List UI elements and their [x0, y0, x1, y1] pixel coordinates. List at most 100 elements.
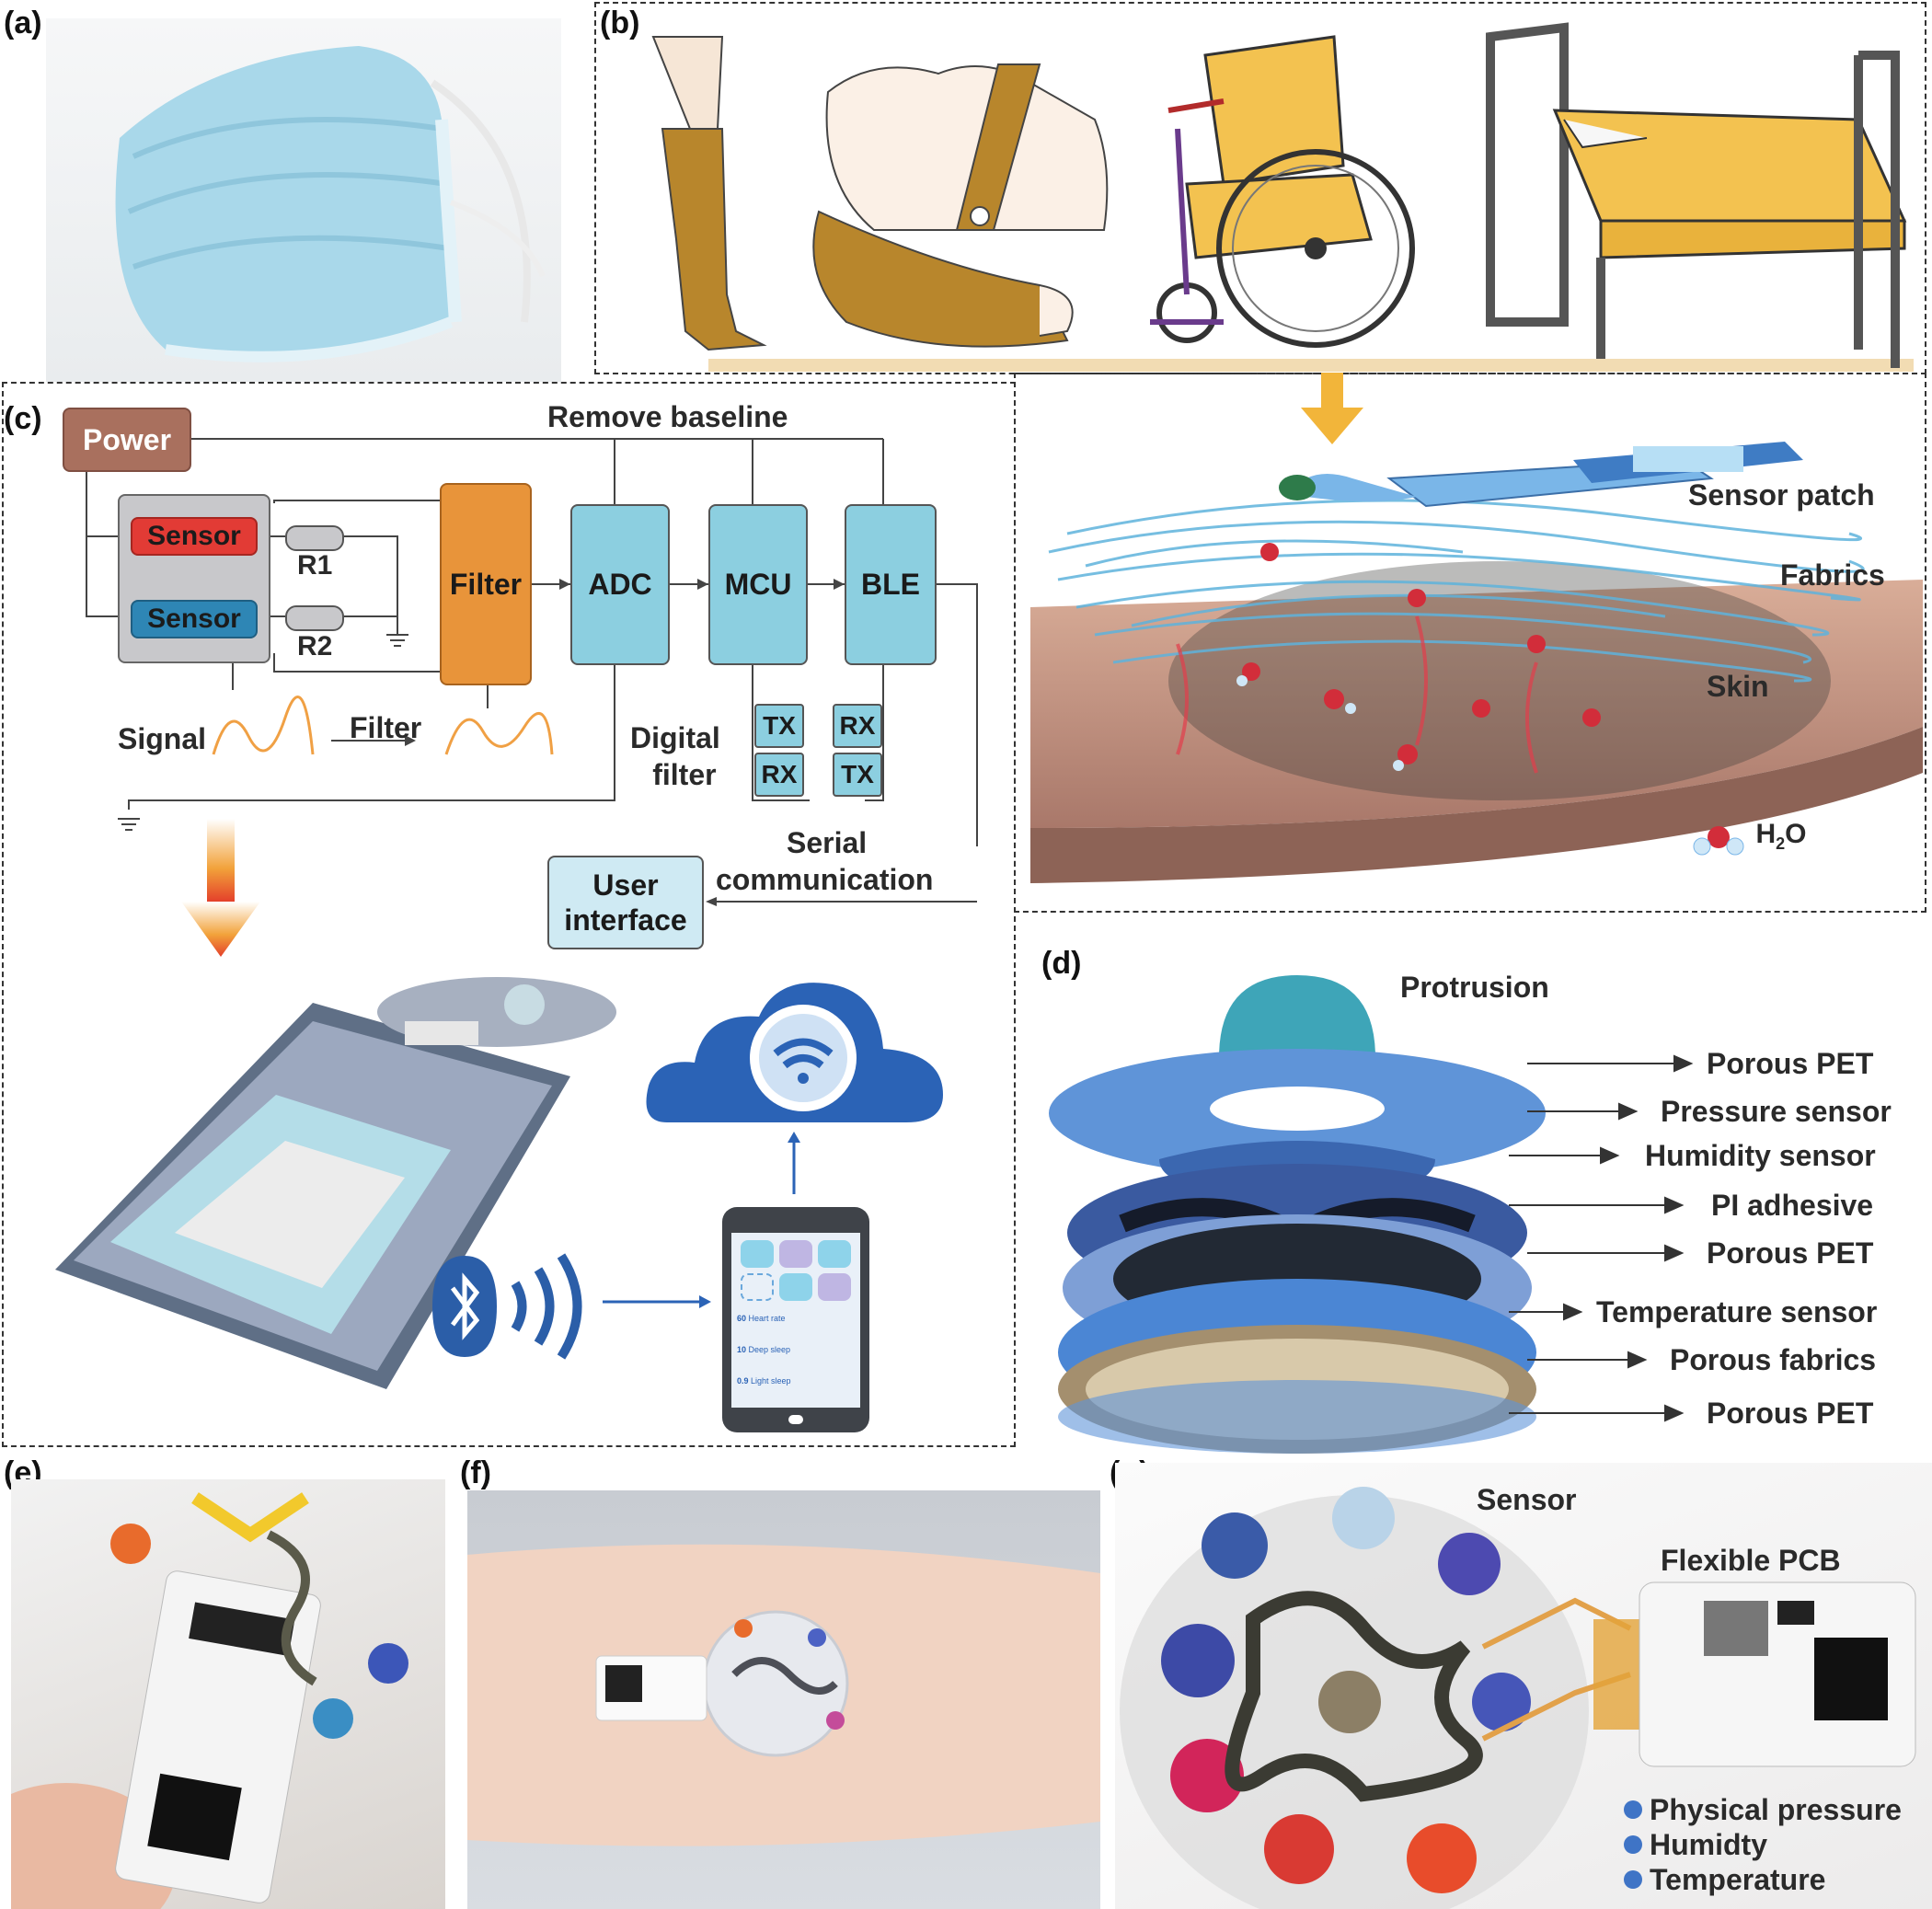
sensor-block-1: Sensor — [131, 517, 258, 556]
fabric-fibers — [1048, 499, 1865, 683]
digital-filter-label: Digital filter — [630, 719, 720, 793]
health-row-3: 0.9 Light sleep — [737, 1376, 855, 1386]
water-molecules — [1236, 543, 1601, 771]
photo-device-in-fingers — [11, 1479, 445, 1909]
photo-sensor-and-pcb — [1115, 1463, 1932, 1909]
legend-item-pressure: Physical pressure — [1624, 1792, 1902, 1827]
forearm-illustration — [467, 1544, 1100, 1846]
g-legend: Physical pressure Humidty Temperature — [1624, 1792, 1902, 1897]
r2-label: R2 — [297, 631, 333, 661]
serial-label: Serial — [787, 826, 868, 859]
sensor-pcb-illustration — [1120, 1487, 1916, 1909]
panel-label-c: (c) — [4, 401, 42, 436]
rx-block-2: RX — [754, 753, 804, 797]
app-tile — [741, 1240, 774, 1268]
heart-rate-value: 60 — [737, 1314, 747, 1323]
resistor-r2 — [285, 605, 344, 631]
deep-sleep-label: Deep sleep — [748, 1345, 791, 1354]
protrusion-label: Protrusion — [1400, 971, 1549, 1004]
health-row-2: 10 Deep sleep — [737, 1345, 855, 1354]
layer-label-3: Humidity sensor — [1645, 1139, 1876, 1172]
user-interface-block: User interface — [547, 856, 704, 949]
signal-label: Signal — [118, 722, 207, 755]
ble-block: BLE — [845, 504, 937, 665]
light-sleep-value: 0.9 — [737, 1376, 749, 1386]
h2o-h: H — [1755, 819, 1777, 849]
app-tile — [818, 1273, 851, 1301]
light-sleep-label: Light sleep — [751, 1376, 791, 1386]
home-button — [788, 1415, 803, 1424]
digital-filter-line1: Digital — [630, 721, 720, 754]
panel-label-b: (b) — [600, 6, 640, 40]
gradient-down-arrow-icon — [181, 819, 260, 957]
user-interface-line1: User — [592, 868, 659, 902]
tx-block-2: TX — [833, 753, 882, 797]
legend-label-temperature: Temperature — [1650, 1862, 1826, 1896]
resistor-r1 — [285, 525, 344, 551]
label-sensor-patch: Sensor patch — [1688, 478, 1875, 512]
medical-scenarios-illustration — [651, 22, 1914, 372]
tx-block-1: TX — [754, 704, 804, 748]
mcu-block: MCU — [708, 504, 808, 665]
digital-filter-line2: filter — [652, 758, 717, 791]
app-tile — [779, 1273, 812, 1301]
cloud-wifi-icon — [646, 983, 943, 1122]
filter-arrow-label: Filter — [350, 711, 422, 744]
panel-label-a: (a) — [4, 6, 42, 40]
layer-label-7: Porous fabrics — [1670, 1343, 1877, 1376]
up-arrow-icon — [788, 1132, 800, 1194]
device-in-fingers-illustration — [11, 1492, 408, 1909]
mask-photo — [46, 18, 561, 382]
g-sensor-label: Sensor — [1477, 1483, 1577, 1516]
layer-label-1: Porous PET — [1707, 1047, 1874, 1080]
legend-item-humidity: Humidty — [1624, 1827, 1902, 1862]
leg-stocking-icon — [651, 36, 767, 351]
g-flexible-pcb-label: Flexible PCB — [1661, 1544, 1841, 1577]
heat-lines — [1176, 615, 1538, 774]
health-row-1: 60 Heart rate — [737, 1314, 855, 1323]
layer-label-4: PI adhesive — [1711, 1189, 1874, 1222]
wheelchair-icon — [1150, 35, 1415, 348]
deep-sleep-value: 10 — [737, 1345, 747, 1354]
layer-label-5: Porous PET — [1707, 1236, 1874, 1270]
water-molecule-icon — [1693, 825, 1744, 856]
remove-baseline-label: Remove baseline — [547, 400, 788, 433]
h2o-o: O — [1785, 819, 1807, 849]
photo-device-on-forearm — [467, 1490, 1100, 1909]
h2o-legend: H2O — [1691, 819, 1806, 857]
hospital-bed-icon — [1486, 22, 1907, 368]
legend-dot-icon — [1624, 1870, 1642, 1889]
legend-dot-icon — [1624, 1800, 1642, 1819]
sensor-patch-shape — [1279, 442, 1803, 508]
sensor-block-2: Sensor — [131, 600, 258, 638]
user-interface-line2: interface — [564, 903, 687, 937]
down-arrow-icon — [1301, 373, 1363, 444]
panel-label-d: (d) — [1041, 946, 1082, 981]
smartphone: 60 Heart rate 10 Deep sleep 0.9 Light sl… — [722, 1207, 869, 1432]
rx-block-1: RX — [833, 704, 882, 748]
app-tile — [818, 1240, 851, 1268]
layer-label-2: Pressure sensor — [1661, 1095, 1892, 1128]
label-skin: Skin — [1707, 670, 1769, 703]
label-fabrics: Fabrics — [1780, 558, 1885, 592]
serial-arrow — [706, 897, 977, 906]
bluetooth-icon — [432, 1253, 582, 1360]
legend-label-humidity: Humidty — [1650, 1827, 1767, 1861]
layer-callout-arrows — [1509, 1054, 1694, 1422]
bluetooth-arrow — [603, 1295, 711, 1308]
phone-screen: 60 Heart rate 10 Deep sleep 0.9 Light sl… — [731, 1233, 860, 1408]
power-block: Power — [63, 408, 191, 472]
legend-dot-icon — [1624, 1835, 1642, 1854]
skin-fabric-illustration — [1030, 442, 1923, 883]
filter-block: Filter — [440, 483, 532, 685]
exploded-sensor-layers — [1049, 975, 1546, 1454]
layer-label-6: Temperature sensor — [1596, 1295, 1878, 1328]
panel-c-frame — [2, 382, 1016, 1447]
legend-label-pressure: Physical pressure — [1650, 1792, 1902, 1826]
heart-rate-label: Heart rate — [748, 1314, 786, 1323]
communication-label: communication — [716, 863, 934, 896]
layer-label-8: Porous PET — [1707, 1397, 1874, 1430]
r1-label: R1 — [297, 550, 333, 581]
h2o-subscript: 2 — [1776, 834, 1786, 853]
app-tile-empty — [741, 1273, 774, 1301]
